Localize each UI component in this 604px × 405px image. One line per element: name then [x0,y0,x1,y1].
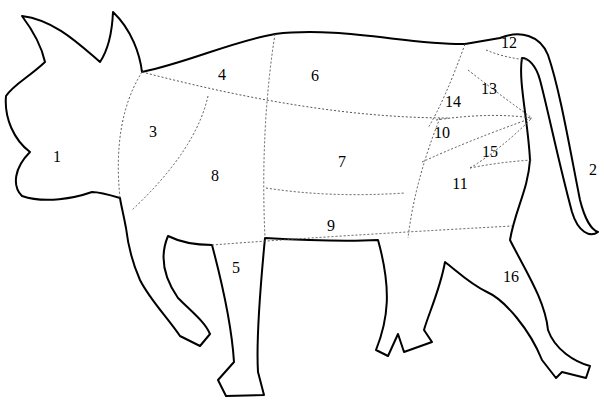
callout-number: 4 [218,66,226,84]
callout-number: 6 [311,67,319,85]
callout-number: 8 [211,167,219,185]
callout-number: 14 [445,93,461,111]
callout-number: 3 [149,123,157,141]
cut-lines [118,34,532,245]
callout-number: 12 [501,34,517,52]
callout-number: 13 [481,80,497,98]
callout-number: 16 [503,268,519,286]
callout-number: 10 [434,124,450,142]
callout-number: 9 [327,217,335,235]
cow-outline [6,12,598,396]
callout-number: 5 [232,259,240,277]
callout-number: 15 [482,143,498,161]
callout-number: 11 [452,175,467,193]
callout-number: 1 [53,148,61,166]
callout-number: 7 [338,153,346,171]
callout-number: 2 [589,161,597,179]
